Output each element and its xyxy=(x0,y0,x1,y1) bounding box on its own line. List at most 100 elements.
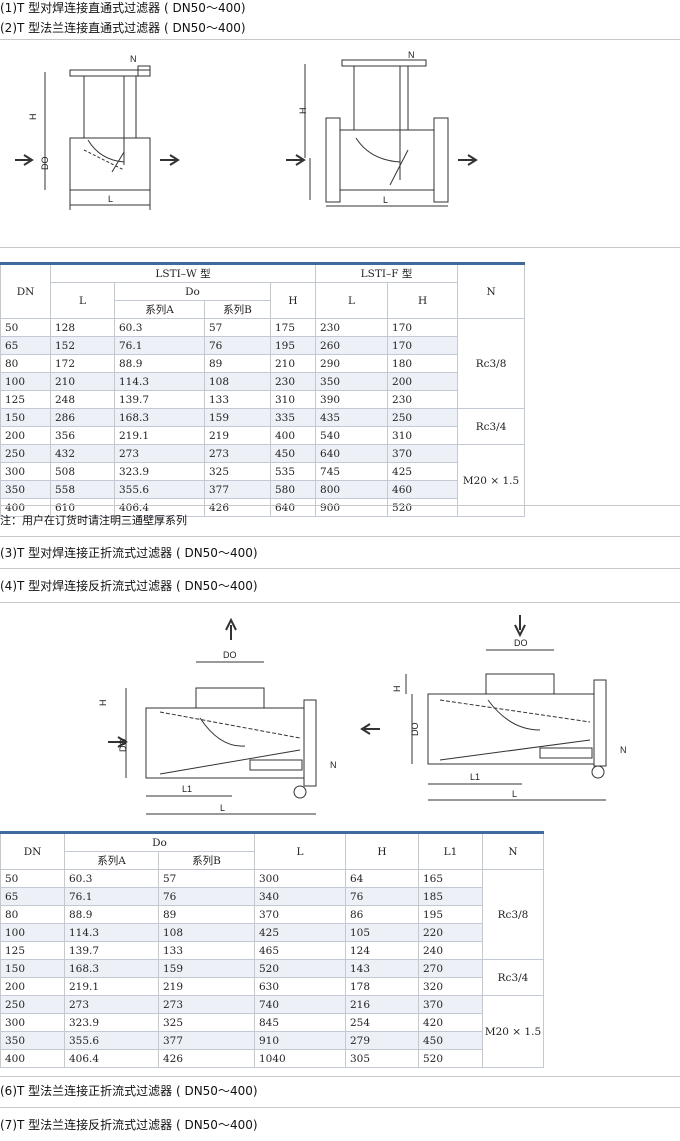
table-cell: 125 xyxy=(0,941,65,960)
fig2-do-label-left: DO xyxy=(223,650,237,660)
divider xyxy=(0,39,680,40)
table-cell: 165 xyxy=(418,869,483,888)
table-cell: 610 xyxy=(50,498,115,517)
table-cell: 286 xyxy=(50,408,115,427)
table-cell: 108 xyxy=(158,923,255,942)
table-cell: 89 xyxy=(204,354,271,373)
table-cell: 64 xyxy=(345,869,419,888)
table-cell: 219 xyxy=(204,426,271,445)
table-cell: 200 xyxy=(0,977,65,996)
header-f-l: L xyxy=(315,282,389,319)
table-cell: 460 xyxy=(387,480,459,499)
table-cell: 260 xyxy=(315,336,389,355)
table-cell: 139.7 xyxy=(114,390,205,409)
table-cell: 540 xyxy=(315,426,389,445)
table-cell: 310 xyxy=(269,390,317,409)
table-cell: 558 xyxy=(50,480,115,499)
n-thread-cell: M20 × 1.5 xyxy=(457,444,526,517)
table-cell: 350 xyxy=(0,480,51,499)
divider xyxy=(0,247,680,248)
fig1-l-label: L xyxy=(108,194,113,204)
table-cell: 200 xyxy=(0,426,51,445)
divider xyxy=(0,602,680,603)
fig1-do-label: DO xyxy=(40,157,50,171)
table-cell: 305 xyxy=(345,1049,419,1068)
table-cell: 219.1 xyxy=(114,426,205,445)
header-series-b: 系列B xyxy=(204,300,271,319)
n-thread-cell: Rc3/8 xyxy=(457,318,526,409)
table-cell: 300 xyxy=(254,869,346,888)
header-l1: L1 xyxy=(418,831,483,870)
fig1-l-label-right: L xyxy=(383,195,388,205)
table-cell: 845 xyxy=(254,1013,346,1032)
table-cell: 520 xyxy=(418,1049,483,1068)
fig2-h-label-left: H xyxy=(98,700,108,707)
header-lsti-f: LSTI–F 型 xyxy=(315,262,459,283)
table-cell: 325 xyxy=(158,1013,255,1032)
caption-1: (1)T 型对焊连接直通式过滤器 ( DN50～400) xyxy=(0,1,246,15)
table-cell: 390 xyxy=(315,390,389,409)
table-cell: 60.3 xyxy=(114,318,205,337)
table-cell: 248 xyxy=(50,390,115,409)
table-cell: 124 xyxy=(345,941,419,960)
table-cell: 168.3 xyxy=(64,959,159,978)
table-cell: 178 xyxy=(345,977,419,996)
header-h: H xyxy=(345,831,419,870)
table-cell: 290 xyxy=(315,354,389,373)
table-cell: 86 xyxy=(345,905,419,924)
table-cell: 76 xyxy=(345,887,419,906)
table-cell: 80 xyxy=(0,354,51,373)
table-cell: 406.4 xyxy=(114,498,205,517)
table-cell: 273 xyxy=(204,444,271,463)
table-cell: 377 xyxy=(158,1031,255,1050)
table-cell: 300 xyxy=(0,1013,65,1032)
table-cell: 273 xyxy=(64,995,159,1014)
fig1-h-label: H xyxy=(28,114,38,121)
fig1-n-label: N xyxy=(130,54,137,64)
table-cell: 400 xyxy=(0,1049,65,1068)
table-cell: 356 xyxy=(50,426,115,445)
n-thread-cell: M20 × 1.5 xyxy=(482,995,544,1068)
table-cell: 370 xyxy=(387,444,459,463)
table-cell: 273 xyxy=(114,444,205,463)
table-cell: 50 xyxy=(0,318,51,337)
table-cell: 139.7 xyxy=(64,941,159,960)
caption-6: (6)T 型法兰连接正折流式过滤器 ( DN50～400) xyxy=(0,1084,258,1098)
table-cell: 150 xyxy=(0,959,65,978)
fig2-l-label-left: L xyxy=(220,803,225,813)
table-cell: 465 xyxy=(254,941,346,960)
table-cell: 133 xyxy=(158,941,255,960)
table-cell: 254 xyxy=(345,1013,419,1032)
table-cell: 900 xyxy=(315,498,389,517)
table-cell: 168.3 xyxy=(114,408,205,427)
n-thread-cell: Rc3/4 xyxy=(482,959,544,996)
table-cell: 450 xyxy=(269,444,317,463)
table-cell: 114.3 xyxy=(64,923,159,942)
welded-straight-filter-drawing xyxy=(44,65,151,210)
table-cell: 535 xyxy=(269,462,317,481)
header-l: L xyxy=(254,831,346,870)
table-cell: 435 xyxy=(315,408,389,427)
table-cell: 240 xyxy=(418,941,483,960)
table-cell: 195 xyxy=(269,336,317,355)
caption-2: (2)T 型法兰连接直通式过滤器 ( DN50～400) xyxy=(0,21,246,35)
table-cell: 175 xyxy=(269,318,317,337)
table-cell: 273 xyxy=(158,995,255,1014)
table-cell: 250 xyxy=(387,408,459,427)
table-cell: 180 xyxy=(387,354,459,373)
table-cell: 640 xyxy=(269,498,317,517)
table-cell: 355.6 xyxy=(64,1031,159,1050)
table-cell: 279 xyxy=(345,1031,419,1050)
table-cell: 325 xyxy=(204,462,271,481)
